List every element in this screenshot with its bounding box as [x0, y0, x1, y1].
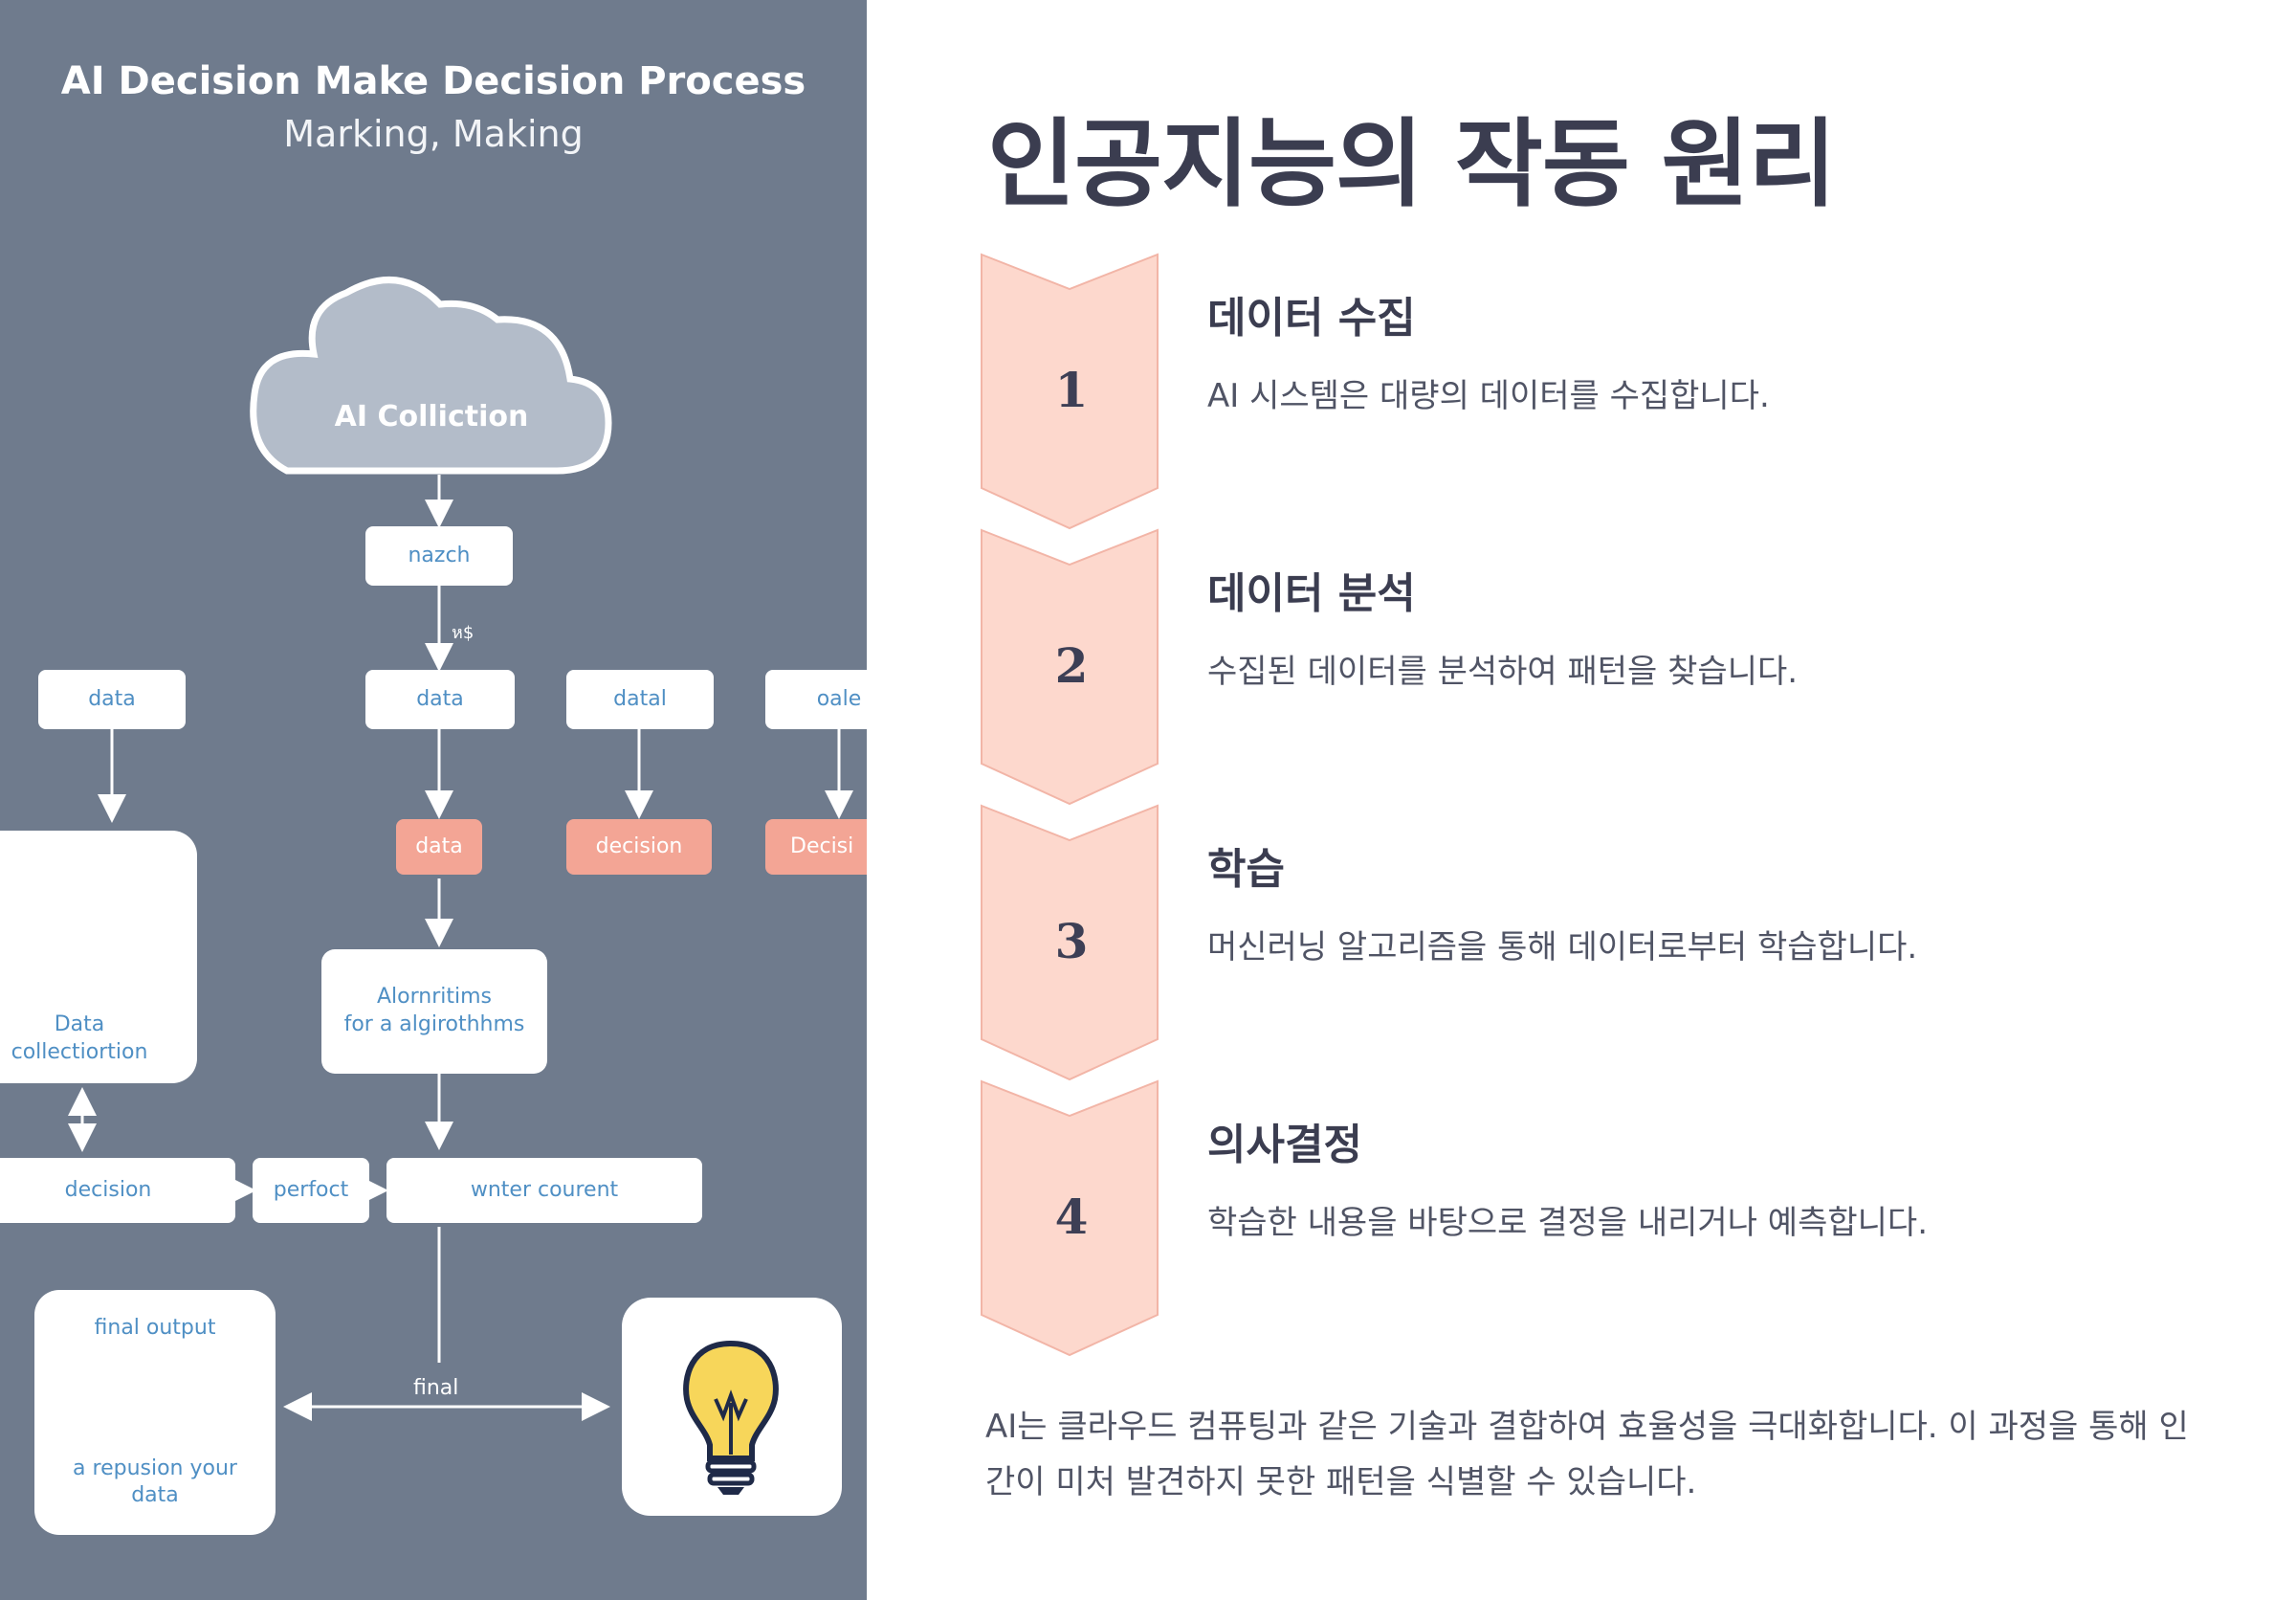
step-chevron-4: [981, 1079, 1159, 1357]
step-desc-3: 머신러닝 알고리즘을 통해 데이터로부터 학습합니다.: [1207, 928, 1918, 967]
summary-paragraph: AI는 클라우드 컴퓨팅과 같은 기술과 결합하여 효율성을 극대화합니다. 이…: [985, 1408, 2189, 1501]
page-title: 인공지능의 작동 원리: [987, 108, 1837, 220]
data-collection-card: Data collectiortion: [0, 831, 197, 1083]
step-number-2: 2: [1054, 637, 1089, 694]
arrow-label: ห$: [452, 623, 475, 643]
node-nazch: nazch: [365, 526, 513, 586]
illustration-subtitle: Marking, Making: [283, 113, 584, 155]
node-oale: oale: [765, 670, 867, 729]
step-title-1: 데이터 수집: [1207, 294, 1416, 343]
step-chevron-1: [981, 253, 1159, 530]
algorithms-card: Alornritims for a algirothhms: [321, 949, 547, 1074]
lightbulb-icon: [622, 1298, 842, 1516]
node-data-2: data: [365, 670, 515, 729]
step-chevron-2: [981, 528, 1159, 806]
illustration-title: AI Decision Make Decision Process: [60, 59, 806, 103]
cloud-icon: [250, 277, 612, 475]
node-perfoct: perfoct: [253, 1158, 369, 1223]
step-desc-1: AI 시스템은 대량의 데이터를 수집합니다.: [1207, 377, 1770, 415]
step-title-4: 의사결정: [1207, 1121, 1362, 1169]
step-desc-2: 수집된 데이터를 분석하여 패턴을 찾습니다.: [1207, 653, 1799, 691]
flow-connectors: [19, 277, 853, 1516]
step-number-1: 1: [1054, 362, 1089, 418]
process-illustration: AI Decision Make Decision Process Markin…: [0, 0, 867, 1600]
step-number-4: 4: [1054, 1189, 1089, 1245]
step-number-3: 3: [1054, 913, 1089, 969]
node-data-1: data: [38, 670, 186, 729]
node-datal: datal: [566, 670, 714, 729]
node-decision-salmon: decision: [566, 819, 712, 875]
cloud-label: AI Colliction: [334, 400, 529, 433]
node-data-salmon: data: [396, 819, 482, 875]
node-wnter-courent: wnter courent: [386, 1158, 702, 1223]
step-title-2: 데이터 분석: [1207, 569, 1416, 618]
final-output-caption: a repusion your data: [73, 1456, 237, 1508]
node-decision: decision: [0, 1158, 235, 1223]
final-output-title: final output: [94, 1316, 216, 1340]
node-decision-cut: Decisi: [765, 819, 867, 875]
step-title-3: 학습: [1207, 845, 1285, 894]
step-desc-4: 학습한 내용을 바탕으로 결정을 내리거나 예측합니다.: [1207, 1204, 1929, 1242]
step-chevrons: [981, 253, 1159, 1357]
final-output-card: final output a repusion your data: [34, 1290, 276, 1535]
final-label: final: [413, 1376, 459, 1400]
step-chevron-3: [981, 804, 1159, 1081]
